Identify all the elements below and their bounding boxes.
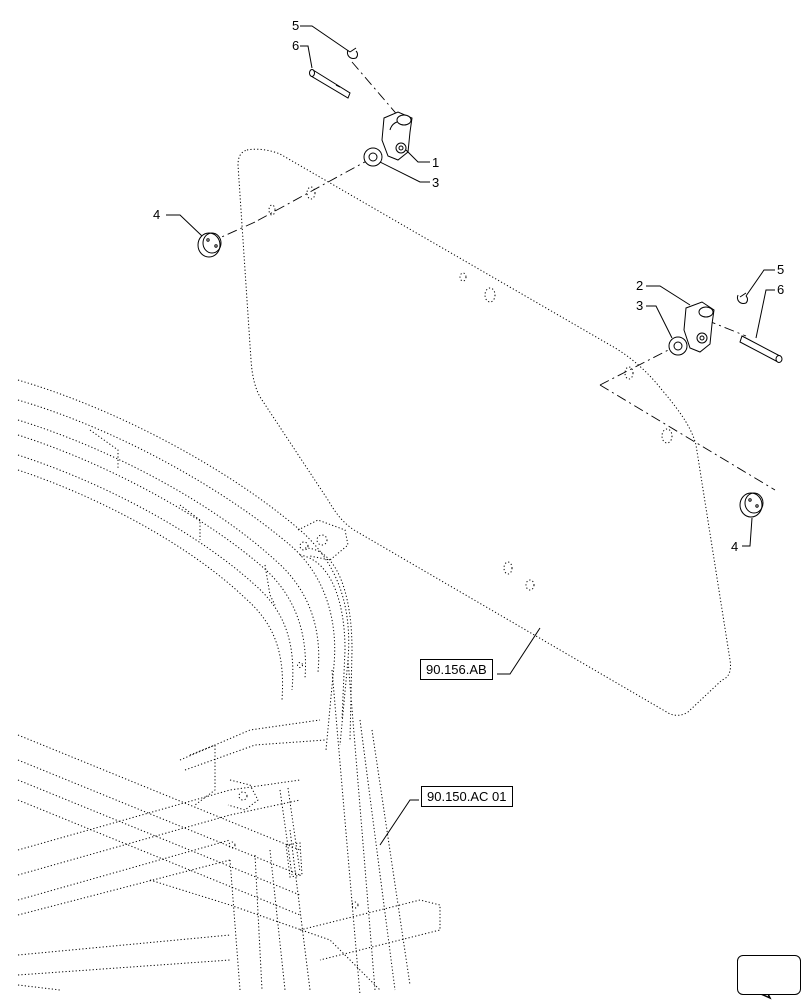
callout-6-top: 6 bbox=[292, 38, 300, 53]
frame-reference-box[interactable]: 90.150.AC 01 bbox=[421, 786, 513, 807]
clip-top bbox=[347, 47, 358, 59]
callout-4-left: 4 bbox=[153, 207, 161, 222]
clip-right bbox=[737, 292, 748, 304]
callout-5-right: 5 bbox=[777, 262, 785, 277]
callout-6-right: 6 bbox=[777, 282, 785, 297]
callout-3-right: 3 bbox=[636, 298, 644, 313]
grommet-right bbox=[739, 492, 764, 518]
grommet-left bbox=[197, 232, 222, 258]
washer-right bbox=[668, 336, 688, 356]
pin-top bbox=[309, 69, 351, 99]
navigation-button[interactable] bbox=[737, 955, 801, 995]
hinge-bracket-right bbox=[683, 301, 715, 353]
callout-5-top: 5 bbox=[292, 18, 300, 33]
assembly-lines bbox=[214, 61, 776, 491]
callout-3-top: 3 bbox=[432, 175, 440, 190]
callout-1: 1 bbox=[432, 155, 440, 170]
callout-2: 2 bbox=[636, 278, 644, 293]
hinge-bracket-top bbox=[381, 111, 413, 161]
cab-frame bbox=[17, 379, 441, 996]
leader-lines bbox=[166, 25, 775, 846]
pin-right bbox=[739, 335, 783, 363]
washer-top bbox=[363, 147, 383, 167]
side-panel bbox=[237, 148, 731, 716]
callout-4-right: 4 bbox=[731, 539, 739, 554]
panel-reference-box[interactable]: 90.156.AB bbox=[420, 659, 493, 680]
